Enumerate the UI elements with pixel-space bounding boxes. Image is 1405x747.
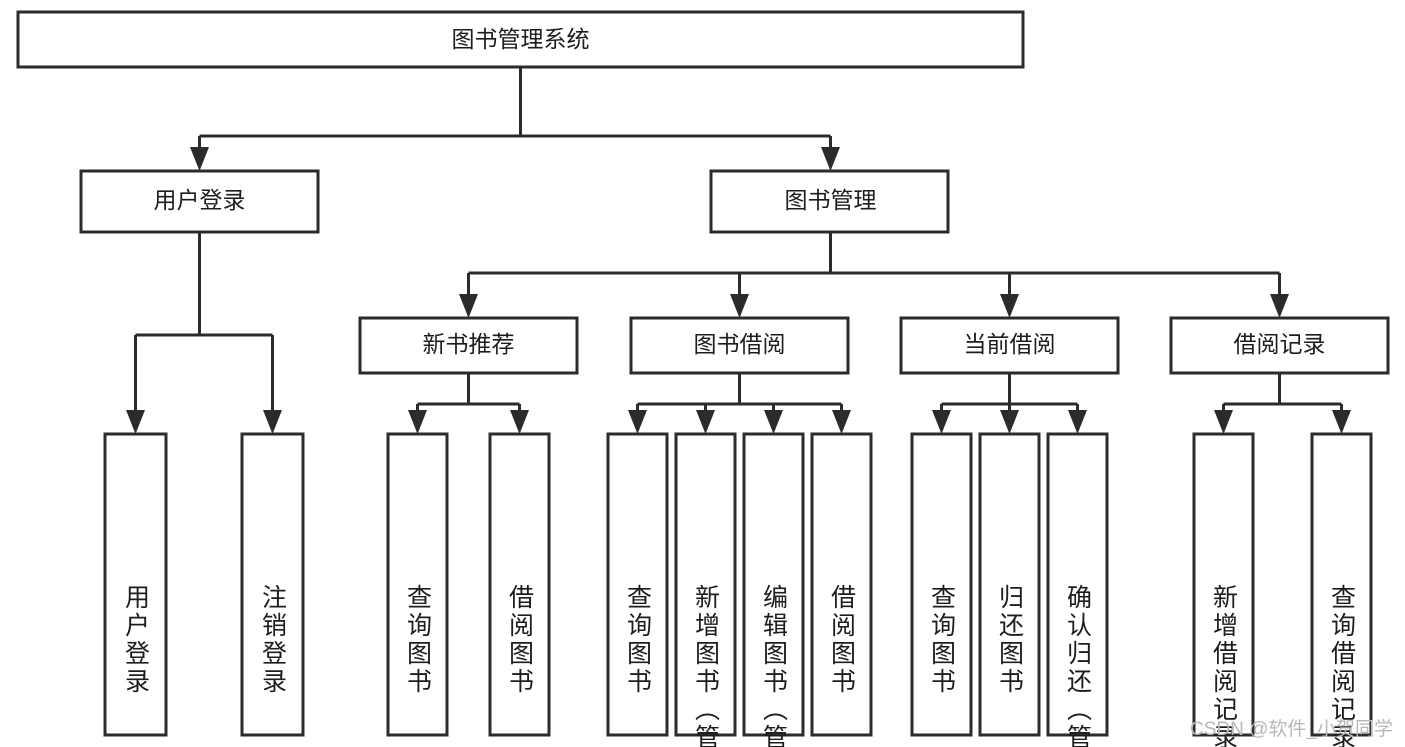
edge-book-manage-bus bbox=[467, 232, 1281, 296]
leaf-return-book-box[interactable] bbox=[978, 432, 1041, 737]
edge-user-login-bus bbox=[134, 232, 274, 412]
leaf-query-book-2-label: 查询图书 bbox=[624, 584, 653, 696]
arrowhead-leaf-return-book bbox=[1000, 410, 1019, 434]
node-leaf-user-logout[interactable]: 注销登录 bbox=[240, 432, 305, 737]
root-box[interactable] bbox=[16, 10, 1025, 69]
leaf-query-book-1-label: 查询图书 bbox=[404, 584, 433, 696]
edge-current-borrow-bus bbox=[940, 373, 1079, 412]
arrowhead-leaf-user-logout bbox=[263, 410, 282, 434]
node-new-book-recommend[interactable]: 新书推荐 bbox=[358, 316, 579, 375]
arrowhead-leaf-add-book bbox=[696, 410, 715, 434]
leaf-borrow-book-1-label: 借阅图书 bbox=[506, 584, 535, 696]
arrowhead-user-login bbox=[190, 147, 209, 171]
node-book-borrow[interactable]: 图书借阅 bbox=[629, 316, 850, 375]
arrowhead-leaf-query-book-1 bbox=[408, 410, 427, 434]
edge-new-book-recommend-bus bbox=[416, 373, 521, 412]
node-leaf-query-book-3[interactable]: 查询图书 bbox=[910, 432, 973, 737]
leaf-query-record-label: 查询借阅记录 bbox=[1328, 584, 1357, 747]
leaf-borrow-book-2-box[interactable] bbox=[810, 432, 873, 737]
leaf-add-book-box[interactable] bbox=[674, 432, 737, 737]
current-borrow-box[interactable] bbox=[899, 316, 1120, 375]
arrowhead-book-manage bbox=[821, 147, 840, 171]
leaf-borrow-book-1-box[interactable] bbox=[488, 432, 551, 737]
book-manage-label: 图书管理 bbox=[785, 187, 877, 213]
new-book-recommend-box[interactable] bbox=[358, 316, 579, 375]
arrowhead-leaf-query-book-3 bbox=[932, 410, 951, 434]
edge-root-bus bbox=[198, 67, 832, 152]
arrowhead-leaf-borrow-book-1 bbox=[510, 410, 529, 434]
user-login-box[interactable] bbox=[79, 169, 320, 234]
leaf-user-logout-label: 注销登录 bbox=[259, 584, 288, 696]
edge-book-borrow-bus bbox=[636, 373, 843, 412]
node-leaf-confirm-return[interactable]: 确认归还（管理员） bbox=[1046, 432, 1109, 747]
leaf-query-book-2-box[interactable] bbox=[606, 432, 669, 737]
leaf-user-login-box[interactable] bbox=[103, 432, 168, 737]
arrowhead-leaf-borrow-book-2 bbox=[832, 410, 851, 434]
leaf-query-book-3-box[interactable] bbox=[910, 432, 973, 737]
arrowhead-new-book-recommend bbox=[459, 294, 478, 318]
leaf-edit-book-box[interactable] bbox=[742, 432, 805, 737]
book-borrow-box[interactable] bbox=[629, 316, 850, 375]
book-borrow-label: 图书借阅 bbox=[694, 331, 786, 357]
leaf-edit-book-label: 编辑图书（管理员） bbox=[760, 584, 789, 747]
edge-borrow-record-bus bbox=[1222, 373, 1343, 412]
borrow-record-box[interactable] bbox=[1169, 316, 1390, 375]
leaf-add-record-box[interactable] bbox=[1192, 432, 1255, 737]
arrowhead-leaf-query-record bbox=[1332, 410, 1351, 434]
current-borrow-label: 当前借阅 bbox=[964, 331, 1056, 357]
arrowhead-borrow-record bbox=[1270, 294, 1289, 318]
borrow-record-label: 借阅记录 bbox=[1234, 331, 1326, 357]
node-leaf-query-book-2[interactable]: 查询图书 bbox=[606, 432, 669, 737]
node-leaf-query-record[interactable]: 查询借阅记录 bbox=[1310, 432, 1373, 747]
leaf-return-book-label: 归还图书 bbox=[996, 584, 1025, 696]
leaf-query-record-box[interactable] bbox=[1310, 432, 1373, 737]
arrowhead-book-borrow bbox=[730, 294, 749, 318]
root-label: 图书管理系统 bbox=[452, 26, 590, 52]
node-current-borrow[interactable]: 当前借阅 bbox=[899, 316, 1120, 375]
book-manage-box[interactable] bbox=[709, 169, 950, 234]
node-leaf-query-book-1[interactable]: 查询图书 bbox=[386, 432, 449, 737]
node-user-login[interactable]: 用户登录 bbox=[79, 169, 320, 234]
arrowhead-leaf-add-record bbox=[1214, 410, 1233, 434]
node-leaf-return-book[interactable]: 归还图书 bbox=[978, 432, 1041, 737]
arrowhead-current-borrow bbox=[1000, 294, 1019, 318]
leaf-query-book-1-box[interactable] bbox=[386, 432, 449, 737]
leaf-confirm-return-label: 确认归还（管理员） bbox=[1064, 584, 1093, 747]
leaf-query-book-3-label: 查询图书 bbox=[928, 584, 957, 696]
node-borrow-record[interactable]: 借阅记录 bbox=[1169, 316, 1390, 375]
leaf-confirm-return-box[interactable] bbox=[1046, 432, 1109, 737]
leaf-user-login-label: 用户登录 bbox=[122, 584, 151, 696]
new-book-recommend-label: 新书推荐 bbox=[423, 331, 515, 357]
user-login-label: 用户登录 bbox=[154, 187, 246, 213]
leaf-borrow-book-2-label: 借阅图书 bbox=[828, 584, 857, 696]
connector-layer bbox=[126, 67, 1351, 434]
arrowhead-leaf-user-login bbox=[126, 410, 145, 434]
leaf-user-logout-box[interactable] bbox=[240, 432, 305, 737]
node-leaf-user-login[interactable]: 用户登录 bbox=[103, 432, 168, 737]
node-leaf-edit-book[interactable]: 编辑图书（管理员） bbox=[742, 432, 805, 747]
node-leaf-add-record[interactable]: 新增借阅记录 bbox=[1192, 432, 1255, 747]
node-root[interactable]: 图书管理系统 bbox=[16, 10, 1025, 69]
arrowhead-leaf-edit-book bbox=[764, 410, 783, 434]
node-leaf-add-book[interactable]: 新增图书（管理员） bbox=[674, 432, 737, 747]
node-leaf-borrow-book-1[interactable]: 借阅图书 bbox=[488, 432, 551, 737]
node-leaf-borrow-book-2[interactable]: 借阅图书 bbox=[810, 432, 873, 737]
arrowhead-leaf-confirm-return bbox=[1068, 410, 1087, 434]
arrowhead-leaf-query-book-2 bbox=[628, 410, 647, 434]
leaf-add-book-label: 新增图书（管理员） bbox=[692, 584, 721, 747]
leaf-add-record-label: 新增借阅记录 bbox=[1210, 584, 1239, 747]
node-book-manage[interactable]: 图书管理 bbox=[709, 169, 950, 234]
